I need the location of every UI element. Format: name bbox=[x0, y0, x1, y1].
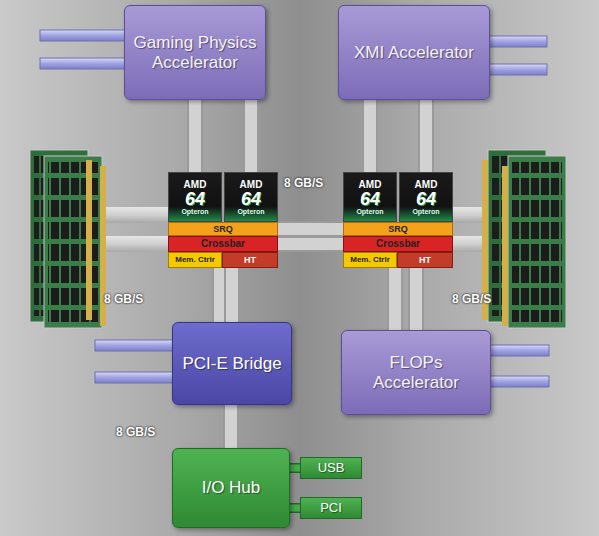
cpu-logo: AMD64Opteron bbox=[343, 172, 397, 222]
node-text: FLOPs Accelerator bbox=[342, 353, 490, 392]
logo-text: Opteron bbox=[237, 208, 264, 215]
logo-text: AMD bbox=[359, 180, 382, 190]
accelerator-box: XMI Accelerator bbox=[338, 5, 490, 100]
link-pipe bbox=[370, 100, 371, 172]
memory-dimm bbox=[30, 150, 106, 328]
bandwidth-label: 8 GB/S bbox=[284, 176, 323, 190]
node-text: Crossbar bbox=[201, 239, 245, 249]
node-text: Mem. Ctrlr bbox=[175, 256, 215, 264]
bandwidth-label: 8 GB/S bbox=[116, 425, 155, 439]
link-pipe bbox=[290, 508, 300, 509]
node-text: I/O Hub bbox=[198, 478, 265, 498]
srq-band: SRQ bbox=[343, 222, 453, 236]
cpu-logo: AMD64Opteron bbox=[224, 172, 278, 222]
link-pipe bbox=[416, 268, 417, 330]
ht-cell: HT bbox=[397, 252, 453, 268]
link-pipe bbox=[220, 268, 221, 322]
link-pipe bbox=[278, 229, 343, 230]
hub-box: I/O Hub bbox=[172, 448, 290, 528]
logo-text: Opteron bbox=[356, 208, 383, 215]
logo-text: Opteron bbox=[181, 208, 208, 215]
logo-text: AMD bbox=[184, 180, 207, 190]
crossbar-band: Crossbar bbox=[343, 236, 453, 252]
node-text: PCI-E Bridge bbox=[178, 354, 285, 374]
node-text: Crossbar bbox=[376, 239, 420, 249]
bandwidth-label: 8 GB/S bbox=[452, 292, 491, 306]
link-pipe bbox=[232, 268, 233, 322]
srq-band: SRQ bbox=[168, 222, 278, 236]
node-text: Gaming Physics Accelerator bbox=[125, 33, 265, 72]
logo-text: 64 bbox=[360, 190, 380, 208]
cpu-logo: AMD64Opteron bbox=[399, 172, 453, 222]
crossbar-band: Crossbar bbox=[168, 236, 278, 252]
logo-text: AMD bbox=[240, 180, 263, 190]
link-pipe bbox=[290, 468, 300, 469]
port-box: PCI bbox=[300, 497, 362, 519]
memory-controller: Mem. Ctrlr bbox=[343, 252, 397, 268]
node-text: PCI bbox=[316, 501, 346, 516]
port-box: USB bbox=[300, 457, 362, 479]
accelerator-box: Gaming Physics Accelerator bbox=[124, 5, 266, 100]
logo-text: AMD bbox=[415, 180, 438, 190]
link-pipe bbox=[231, 405, 232, 448]
accelerator-box: FLOPs Accelerator bbox=[341, 330, 491, 415]
node-text: USB bbox=[314, 461, 349, 476]
link-pipe bbox=[395, 268, 396, 330]
cpu-logo: AMD64Opteron bbox=[168, 172, 222, 222]
node-text: HT bbox=[419, 256, 431, 265]
node-text: XMI Accelerator bbox=[350, 43, 478, 63]
node-text: SRQ bbox=[388, 225, 408, 234]
logo-text: Opteron bbox=[412, 208, 439, 215]
bandwidth-label: 8 GB/S bbox=[104, 292, 143, 306]
link-pipe bbox=[195, 100, 196, 172]
logo-text: 64 bbox=[185, 190, 205, 208]
bridge-box: PCI-E Bridge bbox=[172, 322, 292, 405]
node-text: Mem. Ctrlr bbox=[350, 256, 390, 264]
node-text: SRQ bbox=[213, 225, 233, 234]
memory-pipe bbox=[95, 207, 496, 252]
logo-text: 64 bbox=[241, 190, 261, 208]
link-pipe bbox=[251, 100, 252, 172]
memory-controller: Mem. Ctrlr bbox=[168, 252, 222, 268]
link-pipe bbox=[278, 244, 343, 245]
ht-cell: HT bbox=[222, 252, 278, 268]
node-text: HT bbox=[244, 256, 256, 265]
memory-dimm bbox=[482, 150, 566, 328]
link-pipe bbox=[426, 100, 427, 172]
logo-text: 64 bbox=[416, 190, 436, 208]
